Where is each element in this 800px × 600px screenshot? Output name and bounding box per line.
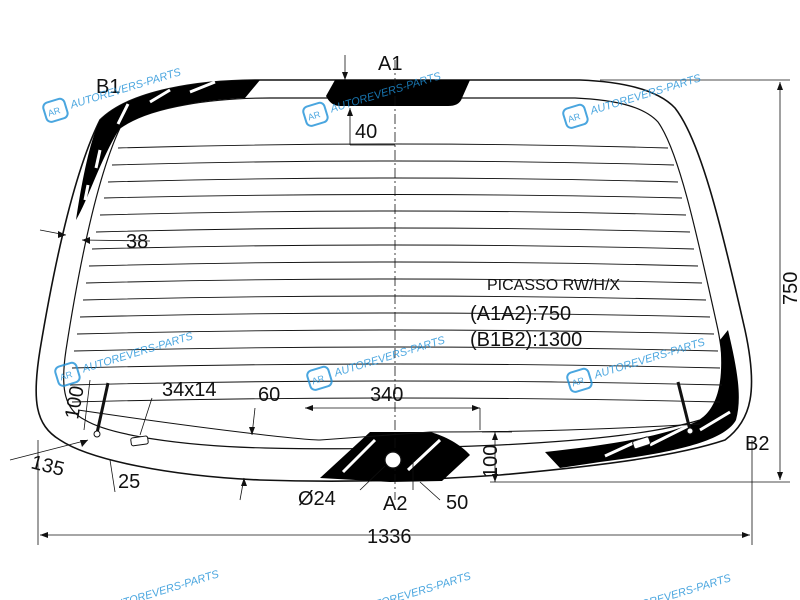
- watermark-7: AUTOREVERS-PARTS: [106, 568, 221, 600]
- frit-top-center: [326, 80, 470, 106]
- watermark-8: AUTOREVERS-PARTS: [358, 570, 473, 600]
- watermark-5: AR AUTOREVERS-PARTS: [306, 334, 447, 391]
- svg-text:AR: AR: [59, 369, 74, 382]
- svg-text:AUTOREVERS-PARTS: AUTOREVERS-PARTS: [358, 570, 473, 600]
- terminal-left-end: [93, 430, 101, 438]
- dim-100-right: 100: [480, 445, 502, 478]
- terminal-right-end: [686, 427, 694, 435]
- frit-hatching: [83, 80, 731, 474]
- dim-100-left: 100: [61, 384, 88, 421]
- washer-hole: [384, 451, 402, 469]
- model-a1a2: (A1A2):750: [470, 303, 571, 325]
- terminal-left: [95, 382, 110, 434]
- label-b1: B1: [96, 76, 120, 98]
- dim-1336: 1336: [367, 526, 412, 548]
- dim-135: 135: [29, 452, 67, 481]
- dim-34x14: 34x14: [162, 379, 217, 401]
- svg-text:AUTOREVERS-PARTS: AUTOREVERS-PARTS: [588, 72, 703, 118]
- dim-750: 750: [780, 272, 800, 305]
- model-b1b2: (B1B2):1300: [470, 329, 582, 351]
- label-b2: B2: [745, 433, 769, 455]
- glass-inner-contour: [63, 97, 724, 450]
- dim-60: 60: [258, 384, 280, 406]
- label-a1: A1: [378, 53, 402, 75]
- slot-right: [632, 436, 651, 450]
- dim-340: 340: [370, 384, 403, 406]
- lower-molding-line: [77, 409, 701, 441]
- dim-40: 40: [355, 121, 377, 143]
- svg-text:AR: AR: [307, 109, 322, 122]
- svg-text:AR: AR: [567, 111, 582, 124]
- svg-text:AUTOREVERS-PARTS: AUTOREVERS-PARTS: [80, 330, 195, 376]
- dim-50: 50: [446, 492, 468, 514]
- watermark-4: AR AUTOREVERS-PARTS: [54, 330, 195, 387]
- dimension-arrows: [40, 72, 783, 538]
- dimension-lines: [9, 55, 790, 545]
- label-a2: A2: [383, 493, 407, 515]
- model-name: PICASSO RW/H/X: [487, 277, 620, 294]
- watermark-9: AUTOREVERS-PARTS: [618, 572, 733, 600]
- svg-text:AR: AR: [47, 105, 62, 118]
- dim-38: 38: [126, 231, 148, 253]
- svg-text:AR: AR: [311, 373, 326, 386]
- terminal-right: [676, 381, 692, 431]
- dim-24: Ø24: [298, 488, 336, 510]
- svg-text:AUTOREVERS-PARTS: AUTOREVERS-PARTS: [618, 572, 733, 600]
- slot-left: [130, 435, 149, 447]
- svg-text:AUTOREVERS-PARTS: AUTOREVERS-PARTS: [332, 334, 447, 380]
- svg-text:AUTOREVERS-PARTS: AUTOREVERS-PARTS: [592, 336, 707, 382]
- glass-outer-contour: [35, 79, 753, 482]
- dim-25: 25: [118, 471, 140, 493]
- svg-text:AUTOREVERS-PARTS: AUTOREVERS-PARTS: [106, 568, 221, 600]
- svg-text:AR: AR: [571, 375, 586, 388]
